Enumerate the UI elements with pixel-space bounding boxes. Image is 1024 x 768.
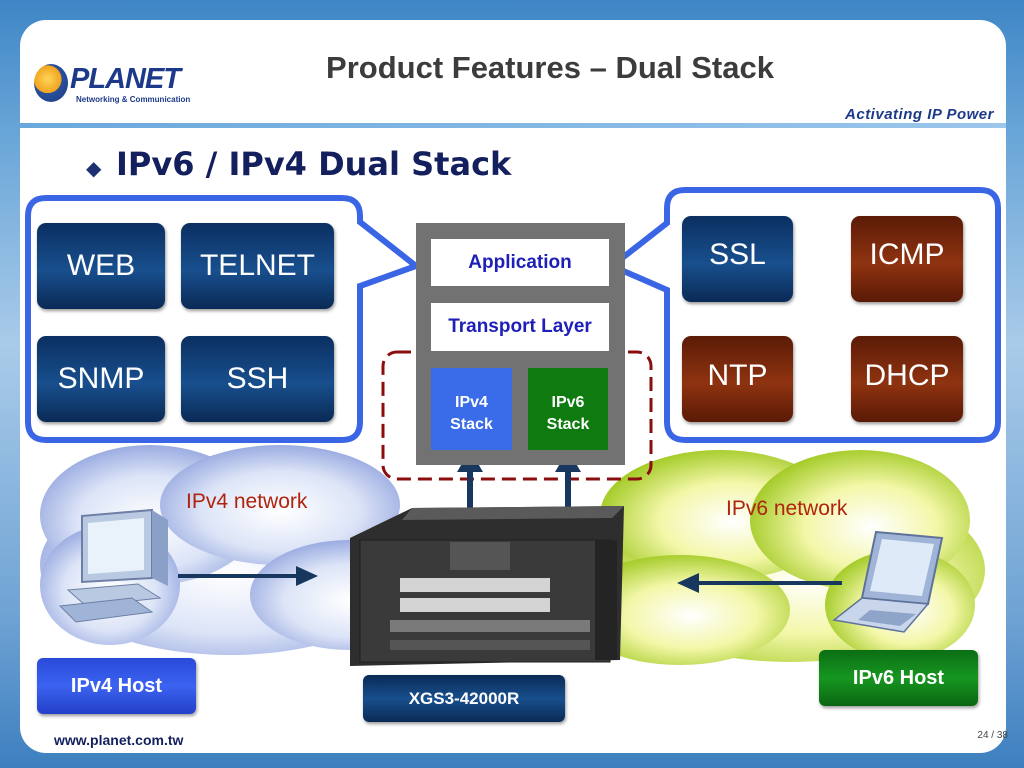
logo-subtitle: Networking & Communication — [76, 95, 191, 104]
device-label: XGS3-42000R — [363, 675, 565, 722]
protocol-dhcp: DHCP — [851, 336, 963, 422]
ipv6-stack: IPv6 Stack — [528, 368, 608, 450]
protocol-stack: Application Transport Layer IPv4 Stack I… — [416, 223, 625, 465]
ipv6-stack-line2: Stack — [546, 416, 590, 433]
dual-stack-dashed-border — [381, 350, 653, 481]
slide-title: Product Features – Dual Stack — [326, 50, 774, 85]
desktop-computer-icon — [58, 508, 168, 623]
ipv6-host-box: IPv6 Host — [819, 650, 978, 706]
logo-name: PLANET — [70, 63, 181, 95]
protocol-snmp: SNMP — [37, 336, 165, 422]
ipv4-network-label: IPv4 network — [186, 490, 308, 513]
ipv4-stack: IPv4 Stack — [431, 368, 512, 450]
footer-url[interactable]: www.planet.com.tw — [54, 732, 184, 748]
protocol-icmp: ICMP — [851, 216, 963, 302]
protocol-web: WEB — [37, 223, 165, 309]
ipv4-stack-line2: Stack — [450, 416, 493, 433]
protocol-ntp: NTP — [682, 336, 793, 422]
protocol-ssh: SSH — [181, 336, 334, 422]
slide: PLANET Networking & Communication Produc… — [20, 20, 1006, 753]
diamond-bullet-icon: ◆ — [86, 158, 102, 180]
switch-chassis-image — [350, 506, 624, 666]
application-layer: Application — [431, 239, 609, 286]
ipv6-network-label: IPv6 network — [726, 497, 848, 520]
transport-layer: Transport Layer — [431, 303, 609, 351]
laptop-icon — [832, 530, 944, 633]
page-number: 24 / 38 — [977, 730, 1008, 741]
tagline: Activating IP Power — [845, 106, 994, 123]
planet-logo-icon — [34, 64, 68, 102]
section-heading: IPv6 / IPv4 Dual Stack — [116, 145, 512, 183]
ipv4-host-arrow — [178, 566, 318, 586]
header-divider — [20, 123, 1006, 128]
ipv6-stack-line1: IPv6 — [551, 394, 585, 411]
ipv4-stack-line1: IPv4 — [455, 394, 488, 411]
protocol-telnet: TELNET — [181, 223, 334, 309]
protocol-ssl: SSL — [682, 216, 793, 302]
ipv4-host-box: IPv4 Host — [37, 658, 196, 714]
ipv6-host-arrow — [677, 573, 842, 593]
